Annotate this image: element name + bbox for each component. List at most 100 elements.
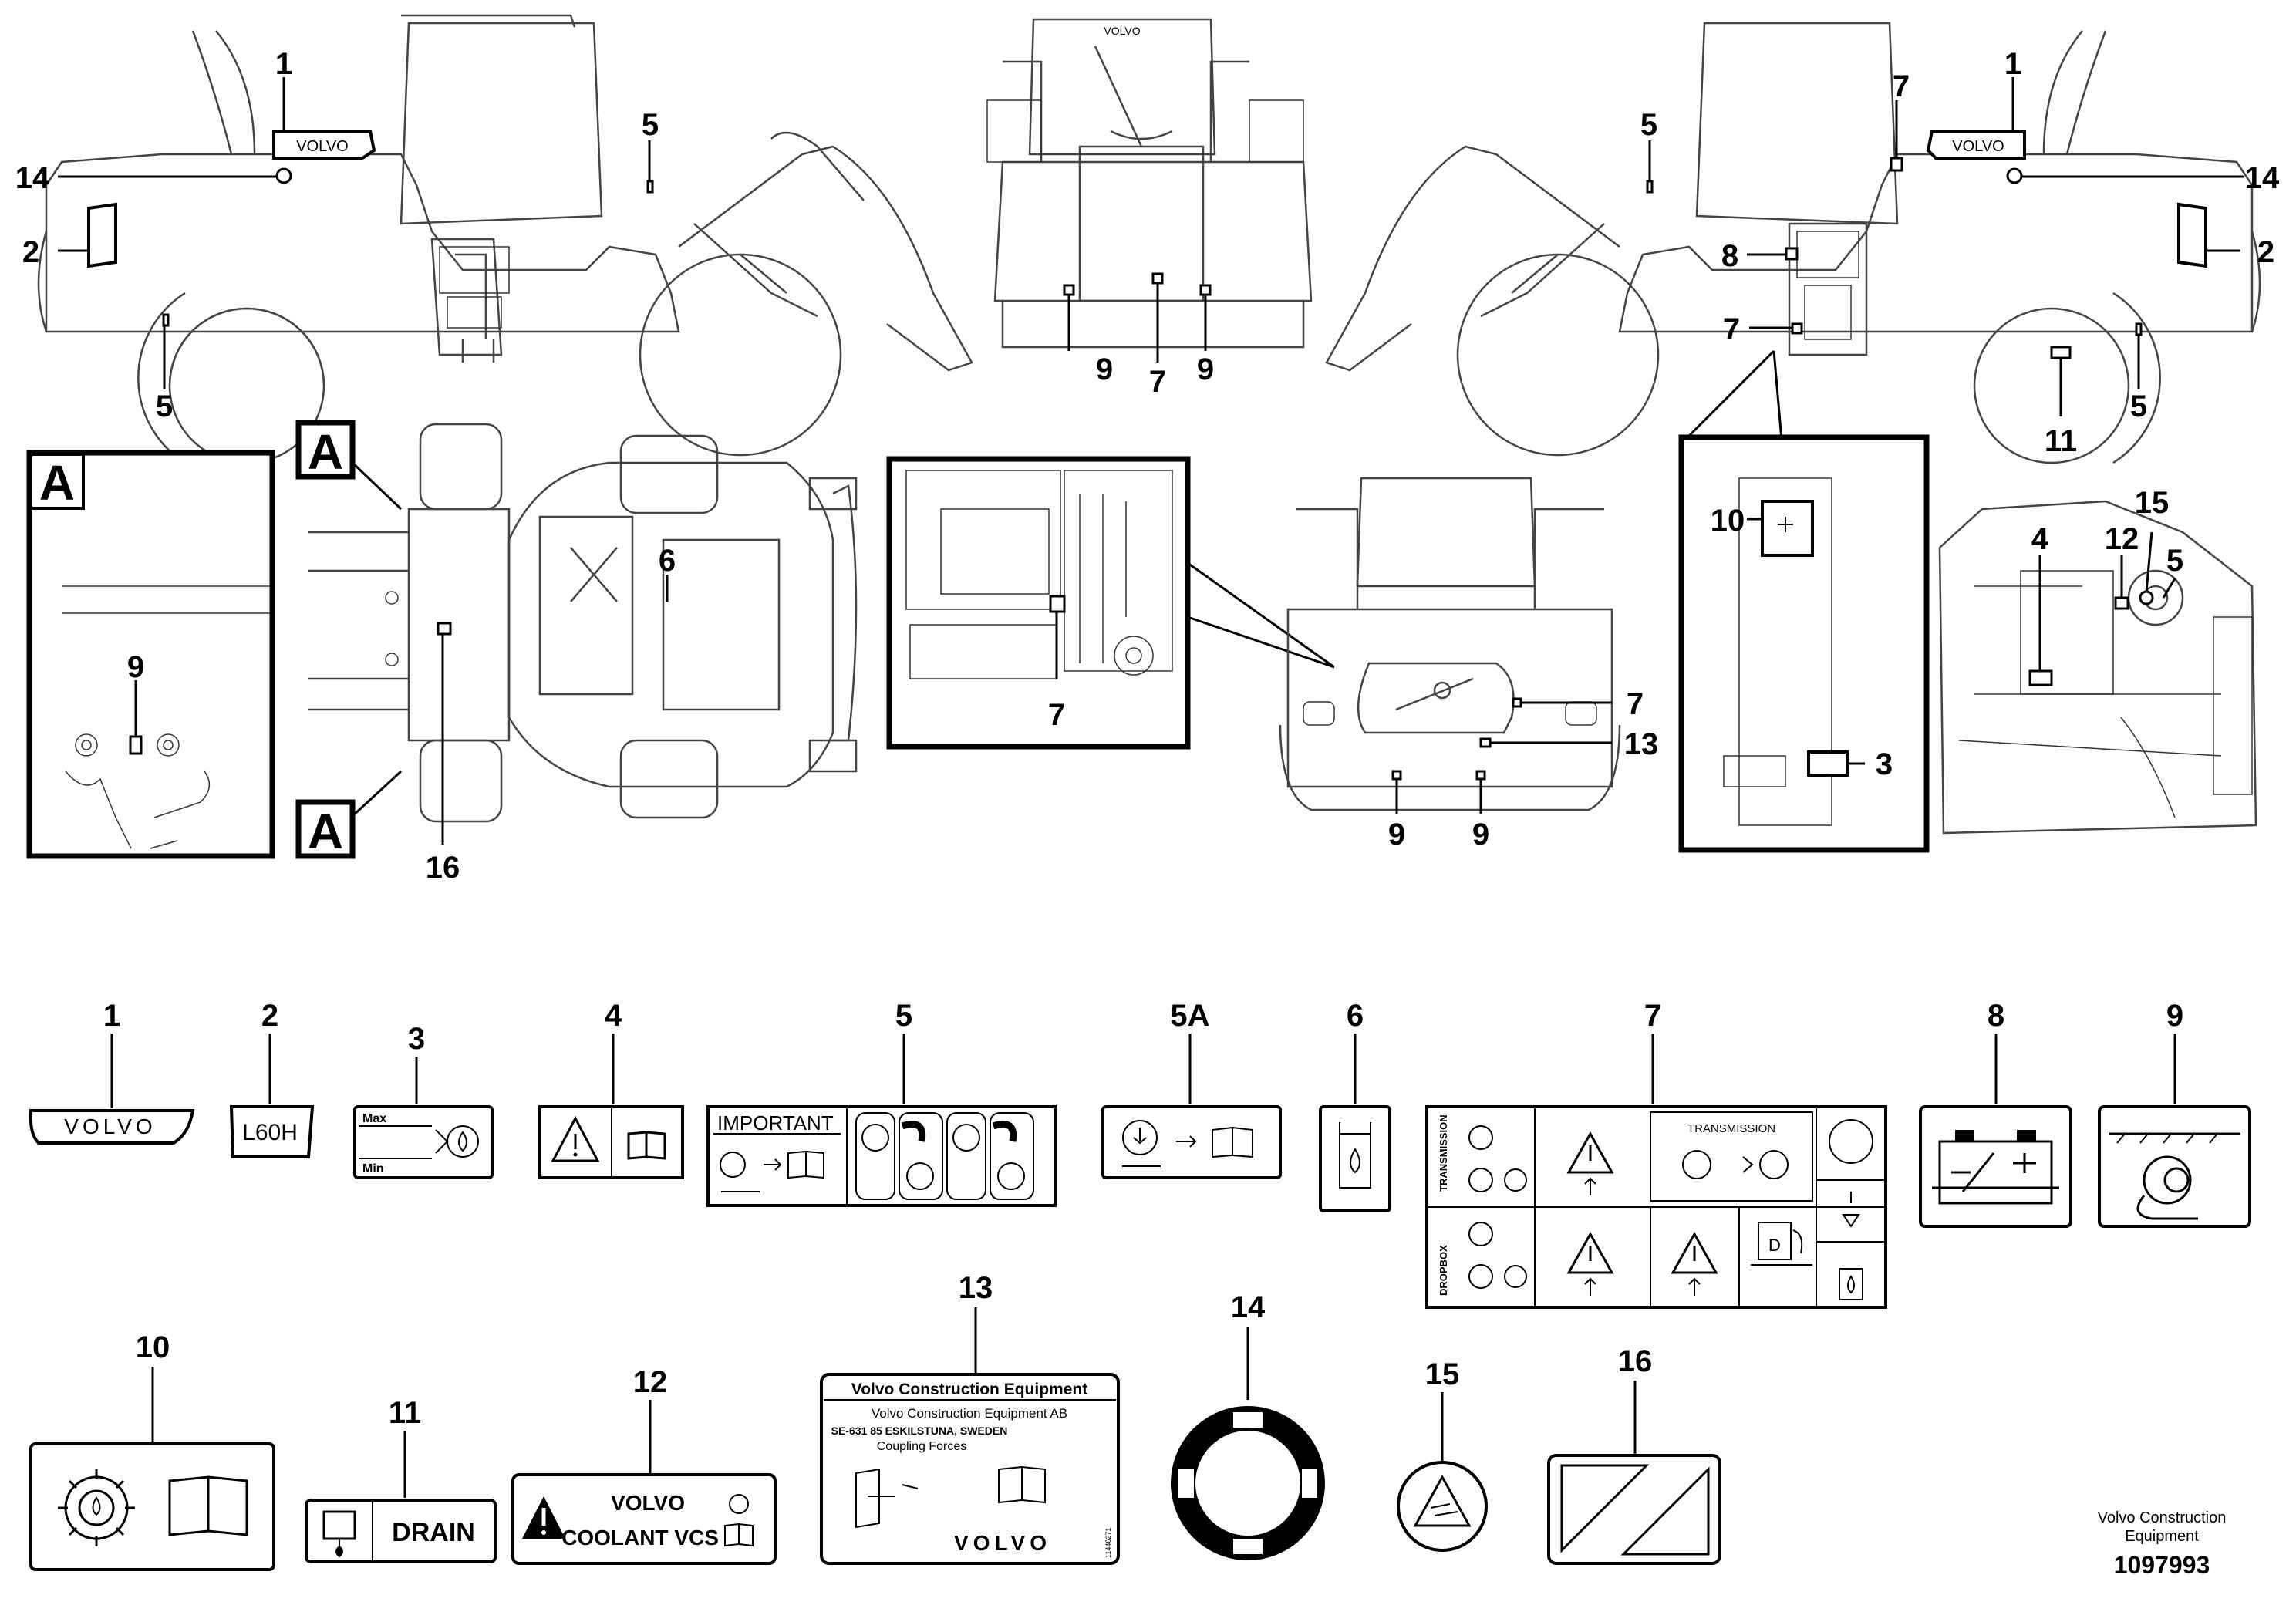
loader-rear-view: VOLVO: [986, 18, 1313, 349]
decal-6-coolant-level: 6: [1319, 999, 1391, 1212]
decal-12-coolant: 12 VOLVO COOLANT VCS: [511, 1365, 777, 1565]
decal-14-fire-extinguisher-ring: 14: [1171, 1290, 1325, 1560]
decal-2-number: 2: [261, 999, 278, 1033]
decal-6-number: 6: [1347, 999, 1364, 1033]
callout-7-right-top: 7: [1893, 69, 1910, 103]
warning-triangle-icon: [551, 1115, 600, 1162]
decal-7-fuel-d: D: [1768, 1236, 1781, 1255]
callout-9-detail-a: 9: [127, 650, 144, 684]
callout-5-right-top: 5: [1640, 108, 1657, 142]
callout-3-detail: 3: [1876, 747, 1893, 781]
decal-8-number: 8: [1988, 999, 2004, 1033]
callout-15-engine: 15: [2135, 486, 2170, 520]
plate-company: Volvo Construction Equipment AB: [872, 1406, 1067, 1421]
loader-top-view: A A: [295, 420, 858, 859]
decal-2-model-text: L60H: [242, 1120, 298, 1145]
drawing-footer: Volvo Construction Equipment 1097993: [2098, 1509, 2227, 1579]
decal-5-number: 5: [895, 999, 912, 1033]
engine-compartment-view: [1938, 500, 2257, 835]
callout-7-rear: 7: [1149, 365, 1166, 399]
manual-book-icon-10: [168, 1475, 248, 1536]
engine-detail-box: [886, 456, 1191, 750]
decal-2-model-badge: 2 L60H: [229, 999, 315, 1158]
plate-title: Volvo Construction Equipment: [851, 1381, 1087, 1398]
callout-13: 13: [1624, 727, 1659, 761]
top-view-a-label-lower: A: [308, 804, 343, 859]
callout-9-rear-left: 9: [1096, 352, 1113, 386]
decal-8-battery: 8: [1919, 999, 2072, 1228]
decal-5a-number: 5A: [1170, 999, 1209, 1033]
callout-1-left: 1: [275, 47, 292, 81]
decal-1-volvo-logo: 1 VOLVO: [29, 999, 195, 1145]
callout-6: 6: [659, 544, 676, 578]
plate-subject: Coupling Forces: [877, 1440, 967, 1453]
decal-11-drain: 11 DRAIN: [305, 1396, 497, 1563]
decal-14-number: 14: [1231, 1290, 1266, 1324]
decal-7-transmission-panel: 7 TRANSMISSION DROPBOX TRANSMISSION: [1425, 999, 1887, 1309]
callout-2-right: 2: [2257, 235, 2274, 269]
footer-company-line1: Volvo Construction: [2098, 1509, 2227, 1526]
decal-7-number: 7: [1644, 999, 1661, 1033]
decal-12-coolant-vcs-text: COOLANT VCS: [561, 1526, 719, 1549]
callout-16: 16: [426, 851, 460, 885]
decal-13-coupling-forces-plate: 13 Volvo Construction Equipment Volvo Co…: [820, 1271, 1120, 1565]
decal-10-gear-manual: 10: [29, 1330, 275, 1571]
decal-1-number: 1: [103, 999, 120, 1033]
plate-volvo-brand: VOLVO: [954, 1531, 1051, 1555]
volvo-logo-text-small-right: VOLVO: [1952, 138, 2004, 155]
left-view-decal-markers: VOLVO: [87, 130, 654, 327]
plate-address: SE-631 85 ESKILSTUNA, SWEDEN: [831, 1425, 1008, 1437]
callout-1-right: 1: [2004, 47, 2021, 81]
callout-5-engine: 5: [2166, 544, 2183, 578]
decal-16-reflector: 16: [1547, 1344, 1721, 1565]
rear-view-volvo-text: VOLVO: [1104, 25, 1140, 37]
decal-11-number: 11: [389, 1396, 421, 1430]
callout-14-left: 14: [15, 161, 50, 195]
manual-book-icon: [627, 1131, 666, 1160]
decal-5-important-lifting: 5 IMPORTANT: [706, 999, 1057, 1207]
decal-15-number: 15: [1425, 1357, 1460, 1391]
decal-3-min: Min: [362, 1162, 384, 1175]
right-view-decal-markers: VOLVO: [1646, 130, 2207, 359]
loader-left-side-view: [37, 14, 973, 464]
decal-16-number: 16: [1618, 1344, 1653, 1378]
decal-4-warning-manual: 4: [538, 999, 684, 1179]
callout-9-rear-lower-left: 9: [1388, 818, 1405, 851]
top-view-a-label-upper: A: [308, 424, 343, 480]
plate-code: 11446271: [1104, 1528, 1112, 1558]
callout-5-right-bottom: 5: [2130, 389, 2147, 423]
callout-12-engine: 12: [2105, 522, 2139, 556]
callout-7-right-mid: 7: [1723, 312, 1740, 346]
callout-10-detail: 10: [1711, 504, 1745, 538]
decal-7-dropbox-vertical: DROPBOX: [1438, 1245, 1449, 1296]
decal-3-max: Max: [362, 1112, 386, 1125]
callout-5-left-bottom: 5: [156, 389, 173, 423]
transmission-detail-box: [1678, 434, 1930, 853]
callout-11: 11: [2045, 424, 2077, 458]
decal-12-number: 12: [633, 1365, 668, 1399]
callout-9-rear-lower-right: 9: [1472, 818, 1489, 851]
decal-15-pressure-warning: 15: [1397, 1357, 1488, 1552]
decal-9-tie-down: 9: [2098, 999, 2251, 1228]
callout-14-right: 14: [2245, 161, 2280, 195]
callout-8-right: 8: [1721, 239, 1738, 273]
decal-11-drain-text: DRAIN: [392, 1518, 475, 1547]
loader-rear-view-lower: [1279, 477, 1621, 811]
decal-13-number: 13: [959, 1271, 993, 1305]
footer-company-line2: Equipment: [2125, 1528, 2199, 1545]
decal-3-oil-level: 3 Max Min: [353, 1022, 494, 1179]
loader-right-side-view: [1325, 22, 2261, 464]
decal-7-transmission-label: TRANSMISSION: [1687, 1122, 1775, 1135]
callout-5-left-top: 5: [642, 108, 659, 142]
decal-7-transmission-vertical: TRANSMISSION: [1438, 1114, 1449, 1192]
callout-7-rear-lower: 7: [1627, 687, 1644, 721]
decal-5a-manual: 5A: [1101, 999, 1282, 1179]
volvo-logo-text-small: VOLVO: [296, 138, 348, 155]
callout-7-engine-detail: 7: [1048, 698, 1065, 732]
drawing-number: 1097993: [2114, 1551, 2210, 1579]
decal-4-number: 4: [605, 999, 622, 1033]
callout-4-engine: 4: [2031, 522, 2049, 556]
decal-10-number: 10: [136, 1330, 170, 1364]
decal-3-number: 3: [408, 1022, 425, 1056]
